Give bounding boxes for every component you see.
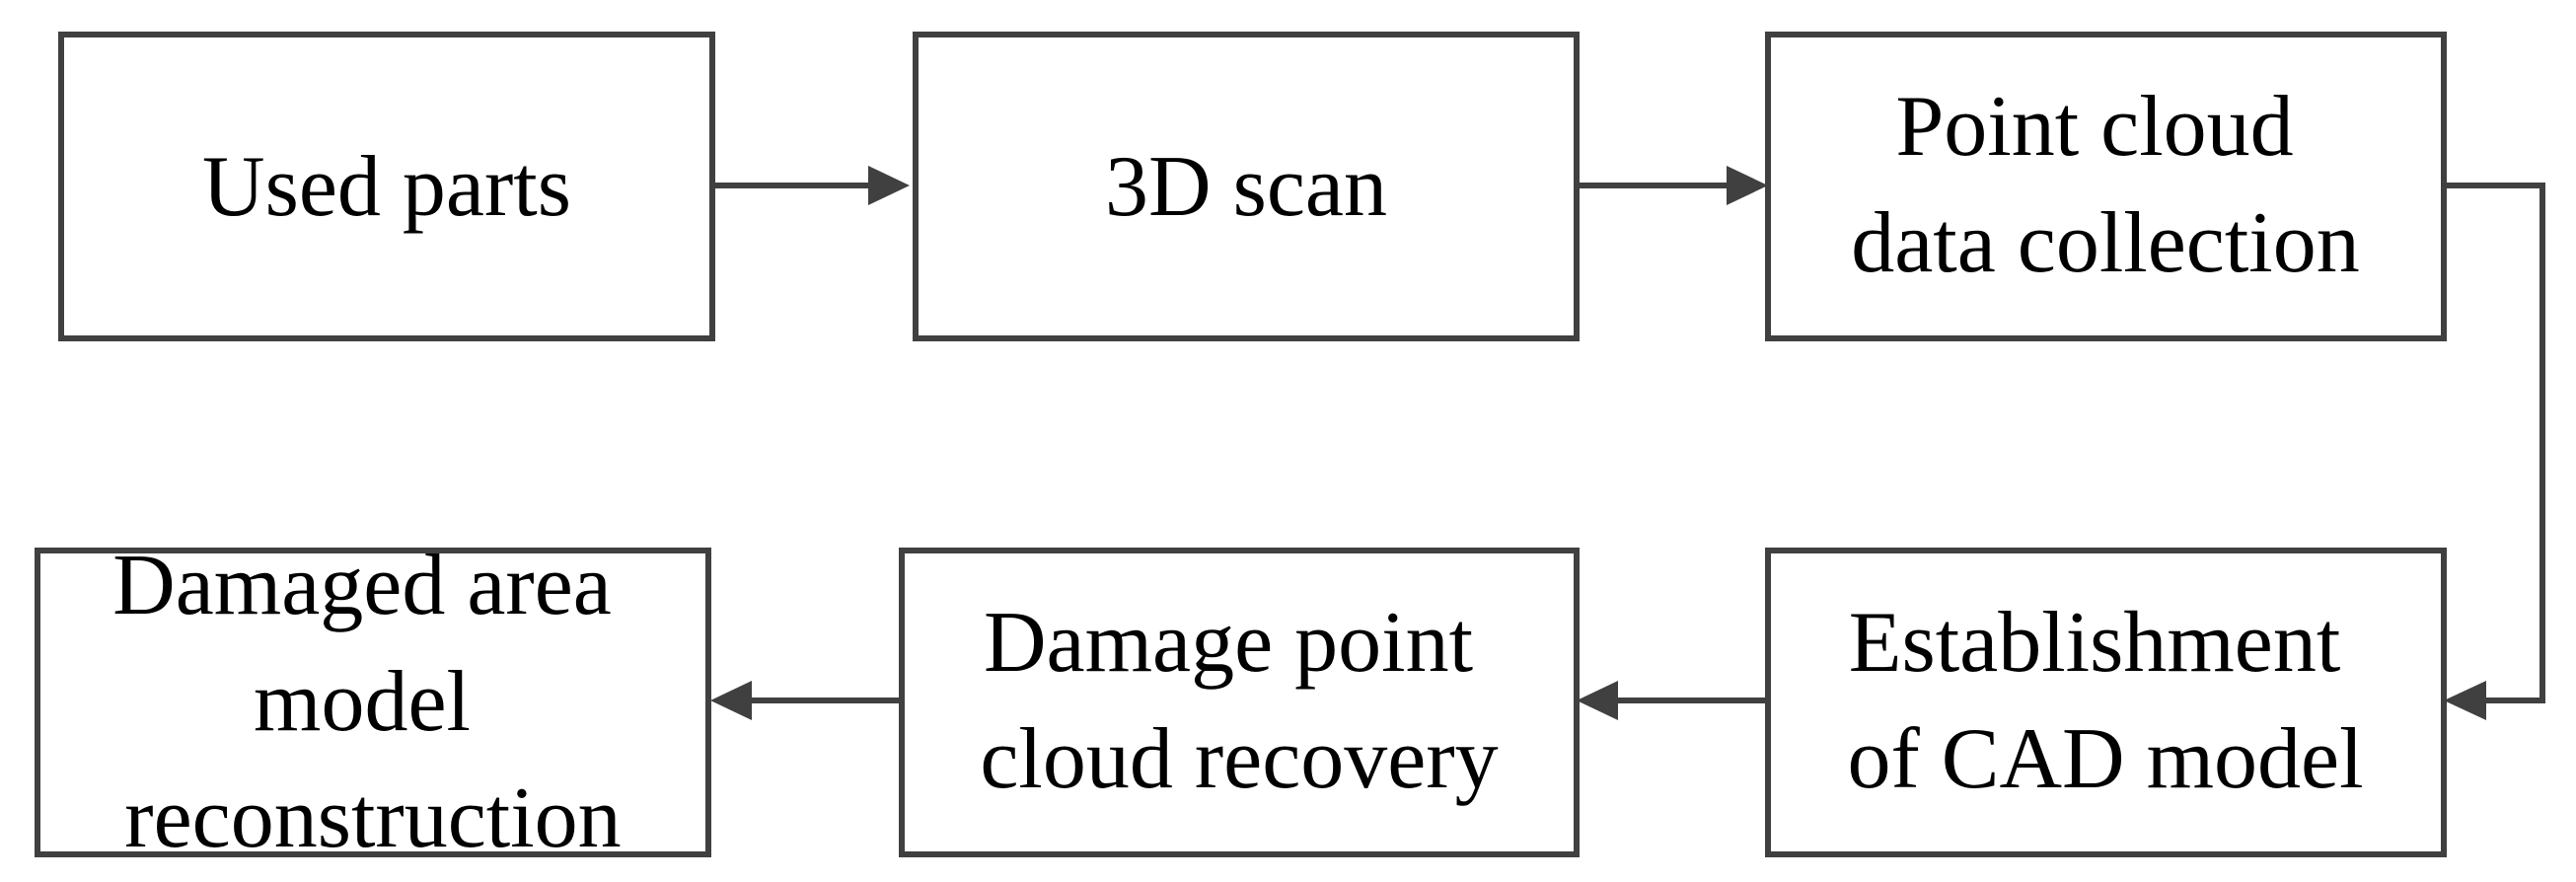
node-label: Establishment of CAD model — [1847, 595, 2363, 807]
node-establishment-of-cad-model: Establishment of CAD model — [1765, 548, 2447, 857]
connectors — [710, 166, 2545, 720]
node-label-line: Damage point — [984, 595, 1473, 691]
node-label-line: Establishment — [1849, 595, 2341, 691]
arrow-used-parts-to-3d-scan — [712, 166, 910, 205]
node-label-line: of CAD model — [1847, 711, 2363, 807]
node-used-parts: Used parts — [58, 32, 715, 341]
node-label: 3D scan — [1105, 139, 1387, 235]
node-point-cloud-data-collection: Point cloud data collection — [1765, 32, 2447, 341]
node-3d-scan: 3D scan — [913, 32, 1580, 341]
node-label: Point cloud data collection — [1851, 79, 2360, 291]
arrow-3d-scan-to-point-cloud — [1579, 166, 1768, 205]
node-label-line: reconstruction — [124, 771, 621, 866]
arrow-damage-recovery-to-reconstruction — [710, 681, 902, 720]
node-label-line: Used parts — [202, 139, 571, 235]
node-label-line: cloud recovery — [980, 711, 1498, 807]
node-label: Used parts — [202, 139, 571, 235]
node-label: Damage point cloud recovery — [980, 595, 1498, 807]
node-label-line: Damaged area — [112, 538, 612, 633]
node-label-line: model — [254, 654, 471, 750]
node-label-line: data collection — [1851, 195, 2360, 291]
node-damaged-area-model-reconstruction: Damaged area model reconstruction — [35, 538, 711, 866]
node-label: Damaged area model reconstruction — [112, 538, 633, 866]
node-label-line: Point cloud — [1895, 79, 2293, 175]
node-damage-point-cloud-recovery: Damage point cloud recovery — [899, 548, 1580, 857]
node-label-line: 3D scan — [1105, 139, 1387, 235]
arrow-point-cloud-to-cad-model — [2444, 183, 2545, 720]
arrow-cad-model-to-damage-recovery — [1577, 681, 1768, 720]
